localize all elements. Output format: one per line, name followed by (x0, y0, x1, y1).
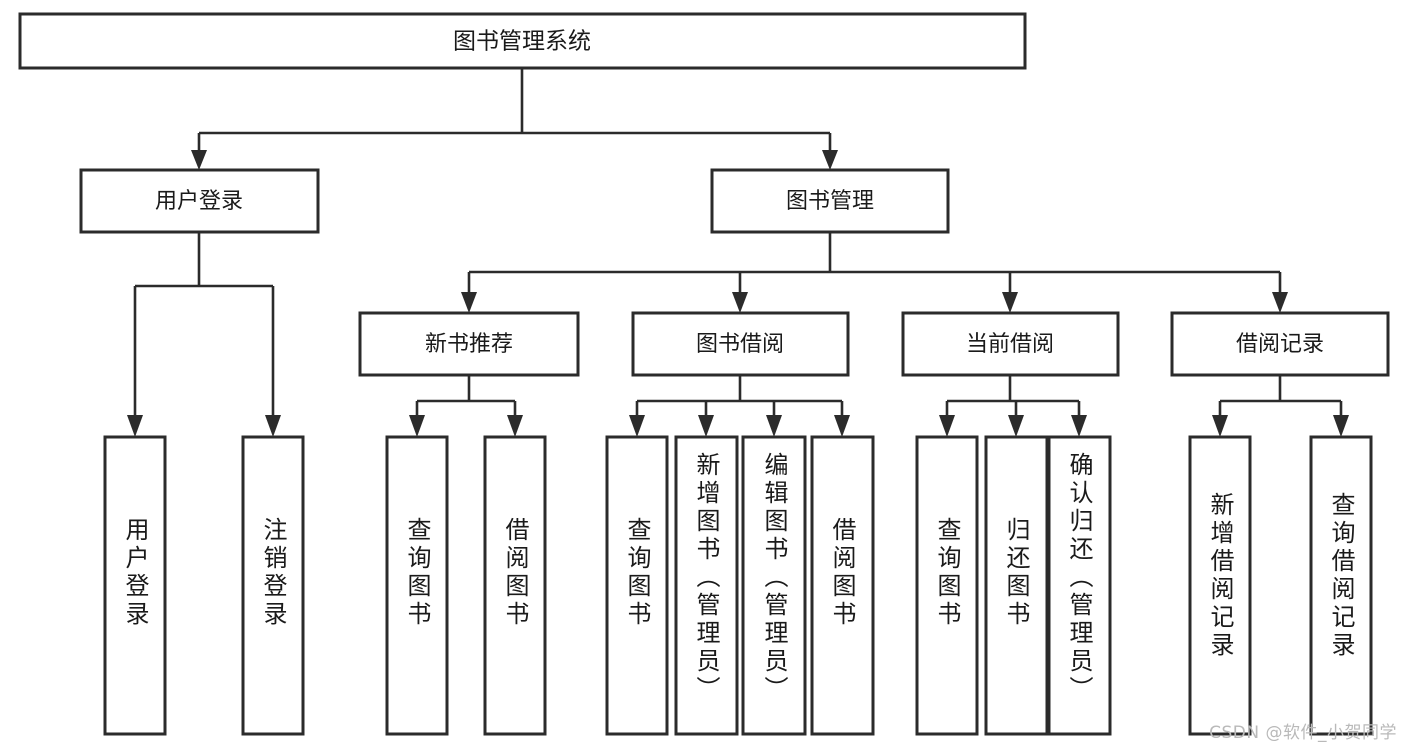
node-user-login[interactable]: 用户登录 (79, 168, 320, 234)
node-current-borrow[interactable]: 当前借阅 (901, 311, 1120, 377)
leaf-cb-query-book-box[interactable] (915, 435, 979, 736)
leaf-nbr-query-book-label: 查询图书 (403, 517, 431, 629)
arrow-head-bb-leaf2 (698, 415, 714, 437)
leaf-bb-add-book-box[interactable] (674, 435, 739, 736)
node-borrow-record[interactable]: 借阅记录 (1170, 311, 1390, 377)
leaf-bb-query-book[interactable]: 查询图书 (605, 435, 669, 736)
leaf-bb-query-book-label: 查询图书 (623, 517, 651, 629)
leaf-cb-confirm-return-box[interactable] (1047, 435, 1112, 736)
leaf-br-query-record-box[interactable] (1309, 435, 1373, 736)
leaf-cb-query-book-label: 查询图书 (933, 517, 961, 629)
leaf-bb-edit-book-box[interactable] (741, 435, 807, 736)
arrow-head-leaf-user-login (127, 415, 143, 437)
leaf-cb-confirm-return-label: 确认归还（管理员） (1065, 452, 1093, 704)
node-book-management[interactable]: 图书管理 (710, 168, 950, 234)
arrow-head-br-leaf1 (1212, 415, 1228, 437)
leaf-user-login-label: 用户登录 (121, 517, 149, 629)
node-book-management-box[interactable] (710, 168, 950, 234)
arrow-head-login (191, 150, 207, 170)
leaf-cb-return-book[interactable]: 归还图书 (984, 435, 1049, 736)
leaf-cb-return-book-box[interactable] (984, 435, 1049, 736)
node-root-label: 图书管理系统 (453, 29, 591, 55)
arrow-head-cb-leaf3 (1071, 415, 1087, 437)
arrow-head-leaf-user-logout (265, 415, 281, 437)
leaf-cb-query-book[interactable]: 查询图书 (915, 435, 979, 736)
connectors (127, 68, 1349, 437)
arrow-head-bb-leaf4 (834, 415, 850, 437)
leaf-user-logout-label: 注销登录 (259, 517, 287, 629)
leaf-cb-return-book-label: 归还图书 (1002, 517, 1030, 629)
leaf-bb-edit-book[interactable]: 编辑图书（管理员） (741, 435, 807, 736)
leaf-nbr-borrow-book[interactable]: 借阅图书 (483, 435, 547, 736)
csdn-watermark: CSDN @软件_小贺同学 (1209, 723, 1397, 743)
leaf-bb-add-book-label: 新增图书（管理员） (692, 452, 720, 704)
node-book-borrow-label: 图书借阅 (696, 332, 784, 357)
leaf-user-logout-box[interactable] (241, 435, 305, 736)
node-new-book-recommend-box[interactable] (358, 311, 580, 377)
node-root[interactable]: 图书管理系统 (18, 12, 1027, 70)
node-book-borrow-box[interactable] (631, 311, 850, 377)
leaf-br-add-record-label: 新增借阅记录 (1206, 492, 1234, 660)
arrow-head-current-borrow (1002, 292, 1018, 313)
leaf-nbr-borrow-book-label: 借阅图书 (501, 517, 529, 629)
leaf-br-add-record[interactable]: 新增借阅记录 (1188, 435, 1252, 736)
node-root-box[interactable] (18, 12, 1027, 70)
node-user-login-box[interactable] (79, 168, 320, 234)
leaf-bb-edit-book-label: 编辑图书（管理员） (760, 452, 788, 704)
leaf-nbr-borrow-book-box[interactable] (483, 435, 547, 736)
arrow-head-nbr-leaf2 (507, 415, 523, 437)
node-borrow-record-box[interactable] (1170, 311, 1390, 377)
arrow-head-book-borrow (732, 292, 748, 313)
arrow-head-cb-leaf1 (939, 415, 955, 437)
leaf-nbr-query-book-box[interactable] (385, 435, 449, 736)
leaf-bb-query-book-box[interactable] (605, 435, 669, 736)
leaf-bb-borrow-book-box[interactable] (810, 435, 875, 736)
leaf-cb-confirm-return[interactable]: 确认归还（管理员） (1047, 435, 1112, 736)
leaf-br-add-record-box[interactable] (1188, 435, 1252, 736)
leaf-user-login-box[interactable] (103, 435, 167, 736)
node-current-borrow-label: 当前借阅 (966, 332, 1054, 357)
leaf-bb-add-book[interactable]: 新增图书（管理员） (674, 435, 739, 736)
node-new-book-recommend-label: 新书推荐 (425, 332, 513, 357)
node-book-borrow[interactable]: 图书借阅 (631, 311, 850, 377)
leaf-user-logout[interactable]: 注销登录 (241, 435, 305, 736)
node-book-management-label: 图书管理 (786, 189, 874, 214)
leaf-bb-borrow-book[interactable]: 借阅图书 (810, 435, 875, 736)
node-borrow-record-label: 借阅记录 (1236, 332, 1324, 357)
arrow-head-bb-leaf3 (766, 415, 782, 437)
leaf-user-login[interactable]: 用户登录 (103, 435, 167, 736)
leaf-bb-borrow-book-label: 借阅图书 (828, 517, 856, 629)
leaf-br-query-record-label: 查询借阅记录 (1327, 492, 1355, 660)
node-current-borrow-box[interactable] (901, 311, 1120, 377)
arrow-head-br-leaf2 (1333, 415, 1349, 437)
node-new-book-recommend[interactable]: 新书推荐 (358, 311, 580, 377)
node-user-login-label: 用户登录 (155, 189, 243, 214)
arrow-head-new-book (461, 292, 477, 313)
leaf-br-query-record[interactable]: 查询借阅记录 (1309, 435, 1373, 736)
arrow-head-borrow-record (1272, 292, 1288, 313)
arrow-head-nbr-leaf1 (409, 415, 425, 437)
arrow-head-bb-leaf1 (629, 415, 645, 437)
leaf-nbr-query-book[interactable]: 查询图书 (385, 435, 449, 736)
arrow-head-books (822, 150, 838, 170)
arrow-head-cb-leaf2 (1008, 415, 1024, 437)
